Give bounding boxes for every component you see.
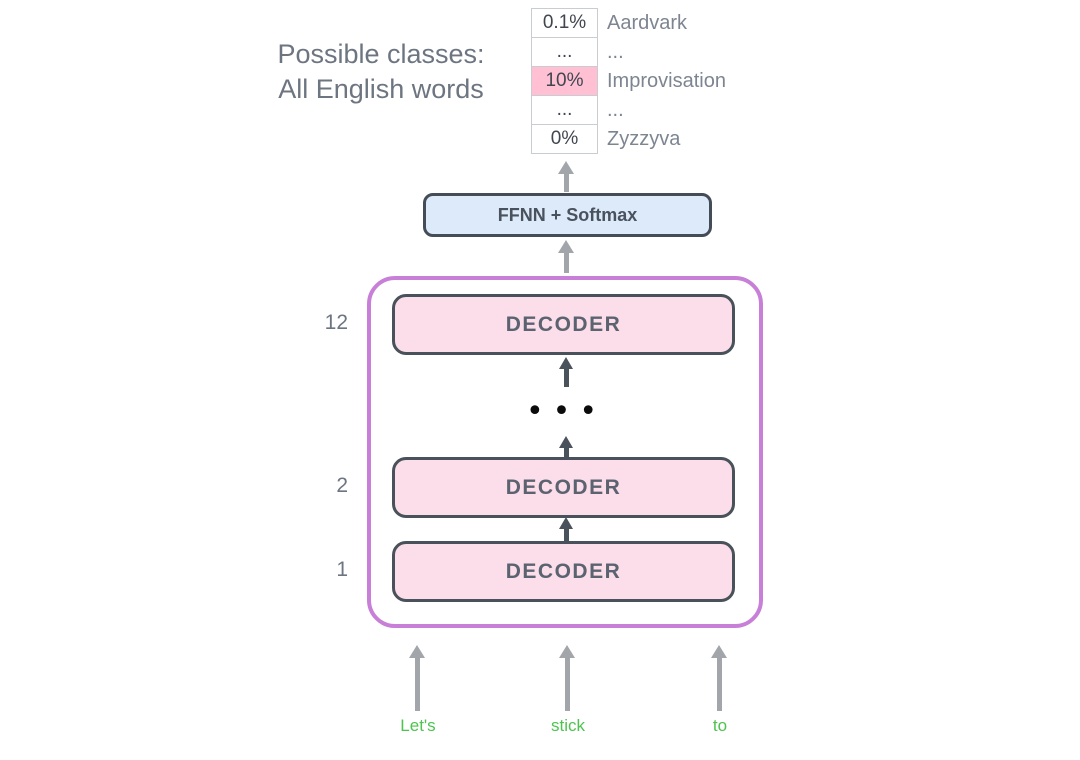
decoder-box-1: DECODER xyxy=(392,541,735,602)
class-label: Zyzzyva xyxy=(607,127,681,150)
caption-line-1: Possible classes: xyxy=(277,39,485,69)
arrow-shaft xyxy=(414,658,420,711)
arrow-shaft xyxy=(716,658,722,711)
arrowhead-icon xyxy=(558,161,574,174)
table-row: ... ... xyxy=(531,95,726,125)
arrow-shaft xyxy=(563,529,569,543)
class-label: ... xyxy=(607,40,624,63)
arrow-up-icon xyxy=(559,645,575,711)
probability-cell: 0.1% xyxy=(531,8,598,38)
class-label: Aardvark xyxy=(607,11,688,34)
arrow-up-icon xyxy=(558,517,574,543)
probability-cell: 10% xyxy=(531,66,598,96)
decoder-box-12: DECODER xyxy=(392,294,735,355)
table-row: 0.1% Aardvark xyxy=(531,8,726,38)
arrowhead-icon xyxy=(559,357,573,369)
arrow-up-icon xyxy=(558,436,574,459)
layer-index-2: 2 xyxy=(336,474,348,497)
possible-classes-caption: Possible classes: All English words xyxy=(255,37,507,107)
ellipsis-dots: ••• xyxy=(525,394,607,429)
input-token: to xyxy=(712,716,728,735)
arrow-up-icon xyxy=(409,645,425,711)
ffnn-softmax-box: FFNN + Softmax xyxy=(423,193,712,237)
table-row-highlighted: 10% Improvisation xyxy=(531,66,726,96)
arrowhead-icon xyxy=(559,436,573,448)
arrow-shaft xyxy=(563,253,569,273)
arrowhead-icon xyxy=(558,240,574,253)
class-label: Improvisation xyxy=(607,69,726,92)
class-label: ... xyxy=(607,98,624,121)
arrow-shaft xyxy=(564,658,570,711)
arrow-up-icon xyxy=(558,357,574,387)
arrow-shaft xyxy=(563,174,569,192)
layer-index-1: 1 xyxy=(336,558,348,581)
layer-index-12: 12 xyxy=(324,311,348,334)
arrowhead-icon xyxy=(559,645,575,658)
arrow-up-icon xyxy=(711,645,727,711)
arrow-up-icon xyxy=(558,240,574,273)
arrow-up-icon xyxy=(558,161,574,192)
input-token: Let's xyxy=(400,716,436,735)
probability-cell: 0% xyxy=(531,124,598,154)
table-row: ... ... xyxy=(531,37,726,67)
probability-cell: ... xyxy=(531,37,598,67)
table-row: 0% Zyzzyva xyxy=(531,124,726,154)
arrowhead-icon xyxy=(559,517,573,529)
probability-table: 0.1% Aardvark ... ... 10% Improvisation … xyxy=(531,8,726,154)
decoder-box-2: DECODER xyxy=(392,457,735,518)
arrowhead-icon xyxy=(711,645,727,658)
arrowhead-icon xyxy=(409,645,425,658)
arrow-shaft xyxy=(563,369,569,387)
probability-cell: ... xyxy=(531,95,598,125)
input-token: stick xyxy=(551,716,585,735)
arrow-shaft xyxy=(563,448,569,459)
caption-line-2: All English words xyxy=(278,74,484,104)
